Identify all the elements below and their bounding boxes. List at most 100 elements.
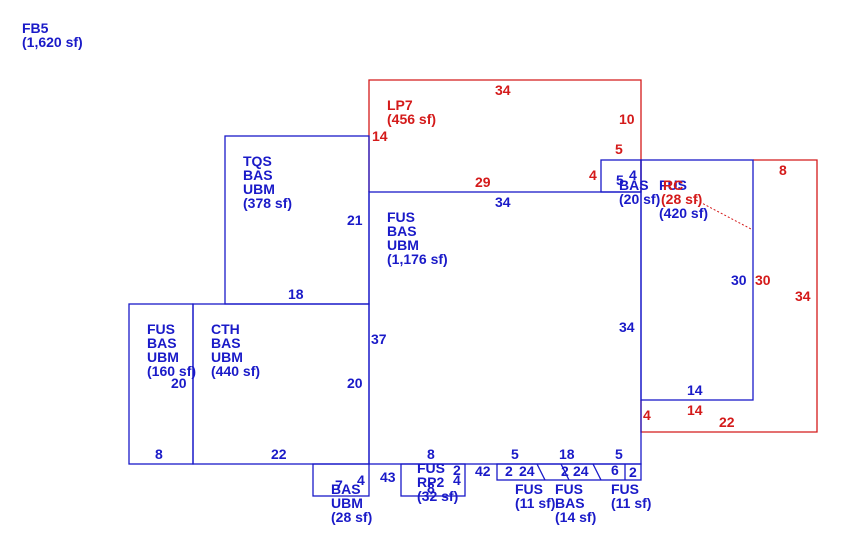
svg-text:14: 14 — [687, 402, 703, 418]
svg-text:(32 sf): (32 sf) — [417, 488, 458, 504]
dimension-labels-red: 34 10 14 29 5 4 8 30 34 14 22 4 — [372, 82, 811, 430]
dimension-labels-blue: 21 18 34 34 37 5 4 30 14 20 8 20 22 7 4 … — [155, 167, 747, 496]
svg-text:30: 30 — [731, 272, 747, 288]
label-fus-b3: FUS (11 sf) — [611, 481, 651, 511]
svg-text:18: 18 — [559, 446, 575, 462]
svg-text:BAS: BAS — [211, 335, 241, 351]
strip-divider-3 — [592, 463, 602, 481]
svg-text:10: 10 — [619, 111, 635, 127]
svg-text:37: 37 — [371, 331, 387, 347]
svg-text:20: 20 — [171, 375, 187, 391]
strip-divider-1 — [536, 463, 546, 481]
sketch-title-area: (1,620 sf) — [22, 34, 83, 50]
svg-text:FUS: FUS — [387, 209, 415, 225]
svg-text:BAS: BAS — [387, 223, 417, 239]
svg-text:BAS: BAS — [243, 167, 273, 183]
svg-text:LP7: LP7 — [387, 97, 413, 113]
label-tqs: TQS BAS UBM (378 sf) — [243, 153, 292, 211]
svg-text:FUS: FUS — [611, 481, 639, 497]
svg-text:2: 2 — [453, 462, 461, 478]
label-lp7: LP7 (456 sf) — [387, 97, 436, 127]
svg-text:5: 5 — [616, 172, 624, 188]
strip-divider-2 — [560, 463, 570, 481]
svg-text:2: 2 — [505, 463, 513, 479]
svg-text:UBM: UBM — [331, 495, 363, 511]
svg-text:29: 29 — [475, 174, 491, 190]
svg-text:30: 30 — [755, 272, 771, 288]
svg-text:8: 8 — [155, 446, 163, 462]
svg-text:2: 2 — [561, 463, 569, 479]
svg-text:5: 5 — [615, 446, 623, 462]
svg-text:8: 8 — [779, 162, 787, 178]
svg-text:FUS: FUS — [417, 460, 445, 476]
svg-text:(28 sf): (28 sf) — [661, 191, 702, 207]
svg-text:UBM: UBM — [243, 181, 275, 197]
svg-text:24: 24 — [573, 463, 589, 479]
svg-text:(160 sf): (160 sf) — [147, 363, 196, 379]
label-fus-left: FUS BAS UBM (160 sf) — [147, 321, 196, 379]
svg-text:34: 34 — [495, 194, 511, 210]
label-bas-ubm: BAS UBM (28 sf) — [331, 481, 372, 525]
svg-text:4: 4 — [643, 407, 651, 423]
label-fus-b1: FUS (11 sf) — [515, 481, 555, 511]
svg-text:(1,176 sf): (1,176 sf) — [387, 251, 448, 267]
svg-text:(14 sf): (14 sf) — [555, 509, 596, 525]
svg-text:FUS: FUS — [555, 481, 583, 497]
bas-ubm-outline — [312, 463, 370, 497]
svg-text:2: 2 — [629, 464, 637, 480]
label-rc: RC (28 sf) — [661, 177, 702, 207]
label-bas-small: BAS (20 sf) — [619, 177, 660, 207]
svg-text:7: 7 — [335, 477, 343, 493]
svg-text:UBM: UBM — [211, 349, 243, 365]
svg-text:22: 22 — [271, 446, 287, 462]
svg-text:42: 42 — [475, 463, 491, 479]
svg-text:8: 8 — [427, 446, 435, 462]
svg-text:UBM: UBM — [147, 349, 179, 365]
svg-text:CTH: CTH — [211, 321, 240, 337]
svg-text:43: 43 — [380, 469, 396, 485]
svg-text:34: 34 — [495, 82, 511, 98]
svg-text:(20 sf): (20 sf) — [619, 191, 660, 207]
svg-text:22: 22 — [719, 414, 735, 430]
svg-text:5: 5 — [511, 446, 519, 462]
bas-small-outline — [600, 159, 642, 193]
svg-text:FUS: FUS — [515, 481, 543, 497]
sketch-title: FB5 — [22, 20, 49, 36]
svg-text:4: 4 — [357, 472, 365, 488]
svg-text:FUS: FUS — [147, 321, 175, 337]
label-fus-right: FUS (420 sf) — [659, 177, 708, 221]
svg-text:4: 4 — [629, 167, 637, 183]
svg-text:20: 20 — [347, 375, 363, 391]
svg-text:TQS: TQS — [243, 153, 272, 169]
svg-text:BAS: BAS — [619, 177, 649, 193]
svg-text:(420 sf): (420 sf) — [659, 205, 708, 221]
svg-text:(11 sf): (11 sf) — [515, 495, 555, 511]
svg-text:(440 sf): (440 sf) — [211, 363, 260, 379]
cth-outline — [192, 303, 370, 465]
svg-text:(28 sf): (28 sf) — [331, 509, 372, 525]
label-fus-b2: FUS BAS (14 sf) — [555, 481, 596, 525]
svg-text:21: 21 — [347, 212, 363, 228]
svg-text:8: 8 — [427, 480, 435, 496]
svg-text:UBM: UBM — [387, 237, 419, 253]
svg-text:5: 5 — [615, 141, 623, 157]
svg-text:(456 sf): (456 sf) — [387, 111, 436, 127]
svg-text:24: 24 — [519, 463, 535, 479]
svg-text:RC: RC — [663, 177, 683, 193]
svg-text:18: 18 — [288, 286, 304, 302]
fus-right-outline — [640, 159, 754, 401]
svg-text:34: 34 — [795, 288, 811, 304]
svg-text:14: 14 — [372, 128, 388, 144]
label-fus-main: FUS BAS UBM (1,176 sf) — [387, 209, 448, 267]
label-cth: CTH BAS UBM (440 sf) — [211, 321, 260, 379]
svg-text:BAS: BAS — [555, 495, 585, 511]
label-fus-rp2: FUS RP2 (32 sf) — [417, 460, 458, 504]
svg-text:4: 4 — [453, 472, 461, 488]
svg-text:(11 sf): (11 sf) — [611, 495, 651, 511]
svg-text:BAS: BAS — [331, 481, 361, 497]
svg-text:(378 sf): (378 sf) — [243, 195, 292, 211]
svg-text:FUS: FUS — [659, 177, 687, 193]
svg-text:RP2: RP2 — [417, 474, 444, 490]
svg-text:14: 14 — [687, 382, 703, 398]
